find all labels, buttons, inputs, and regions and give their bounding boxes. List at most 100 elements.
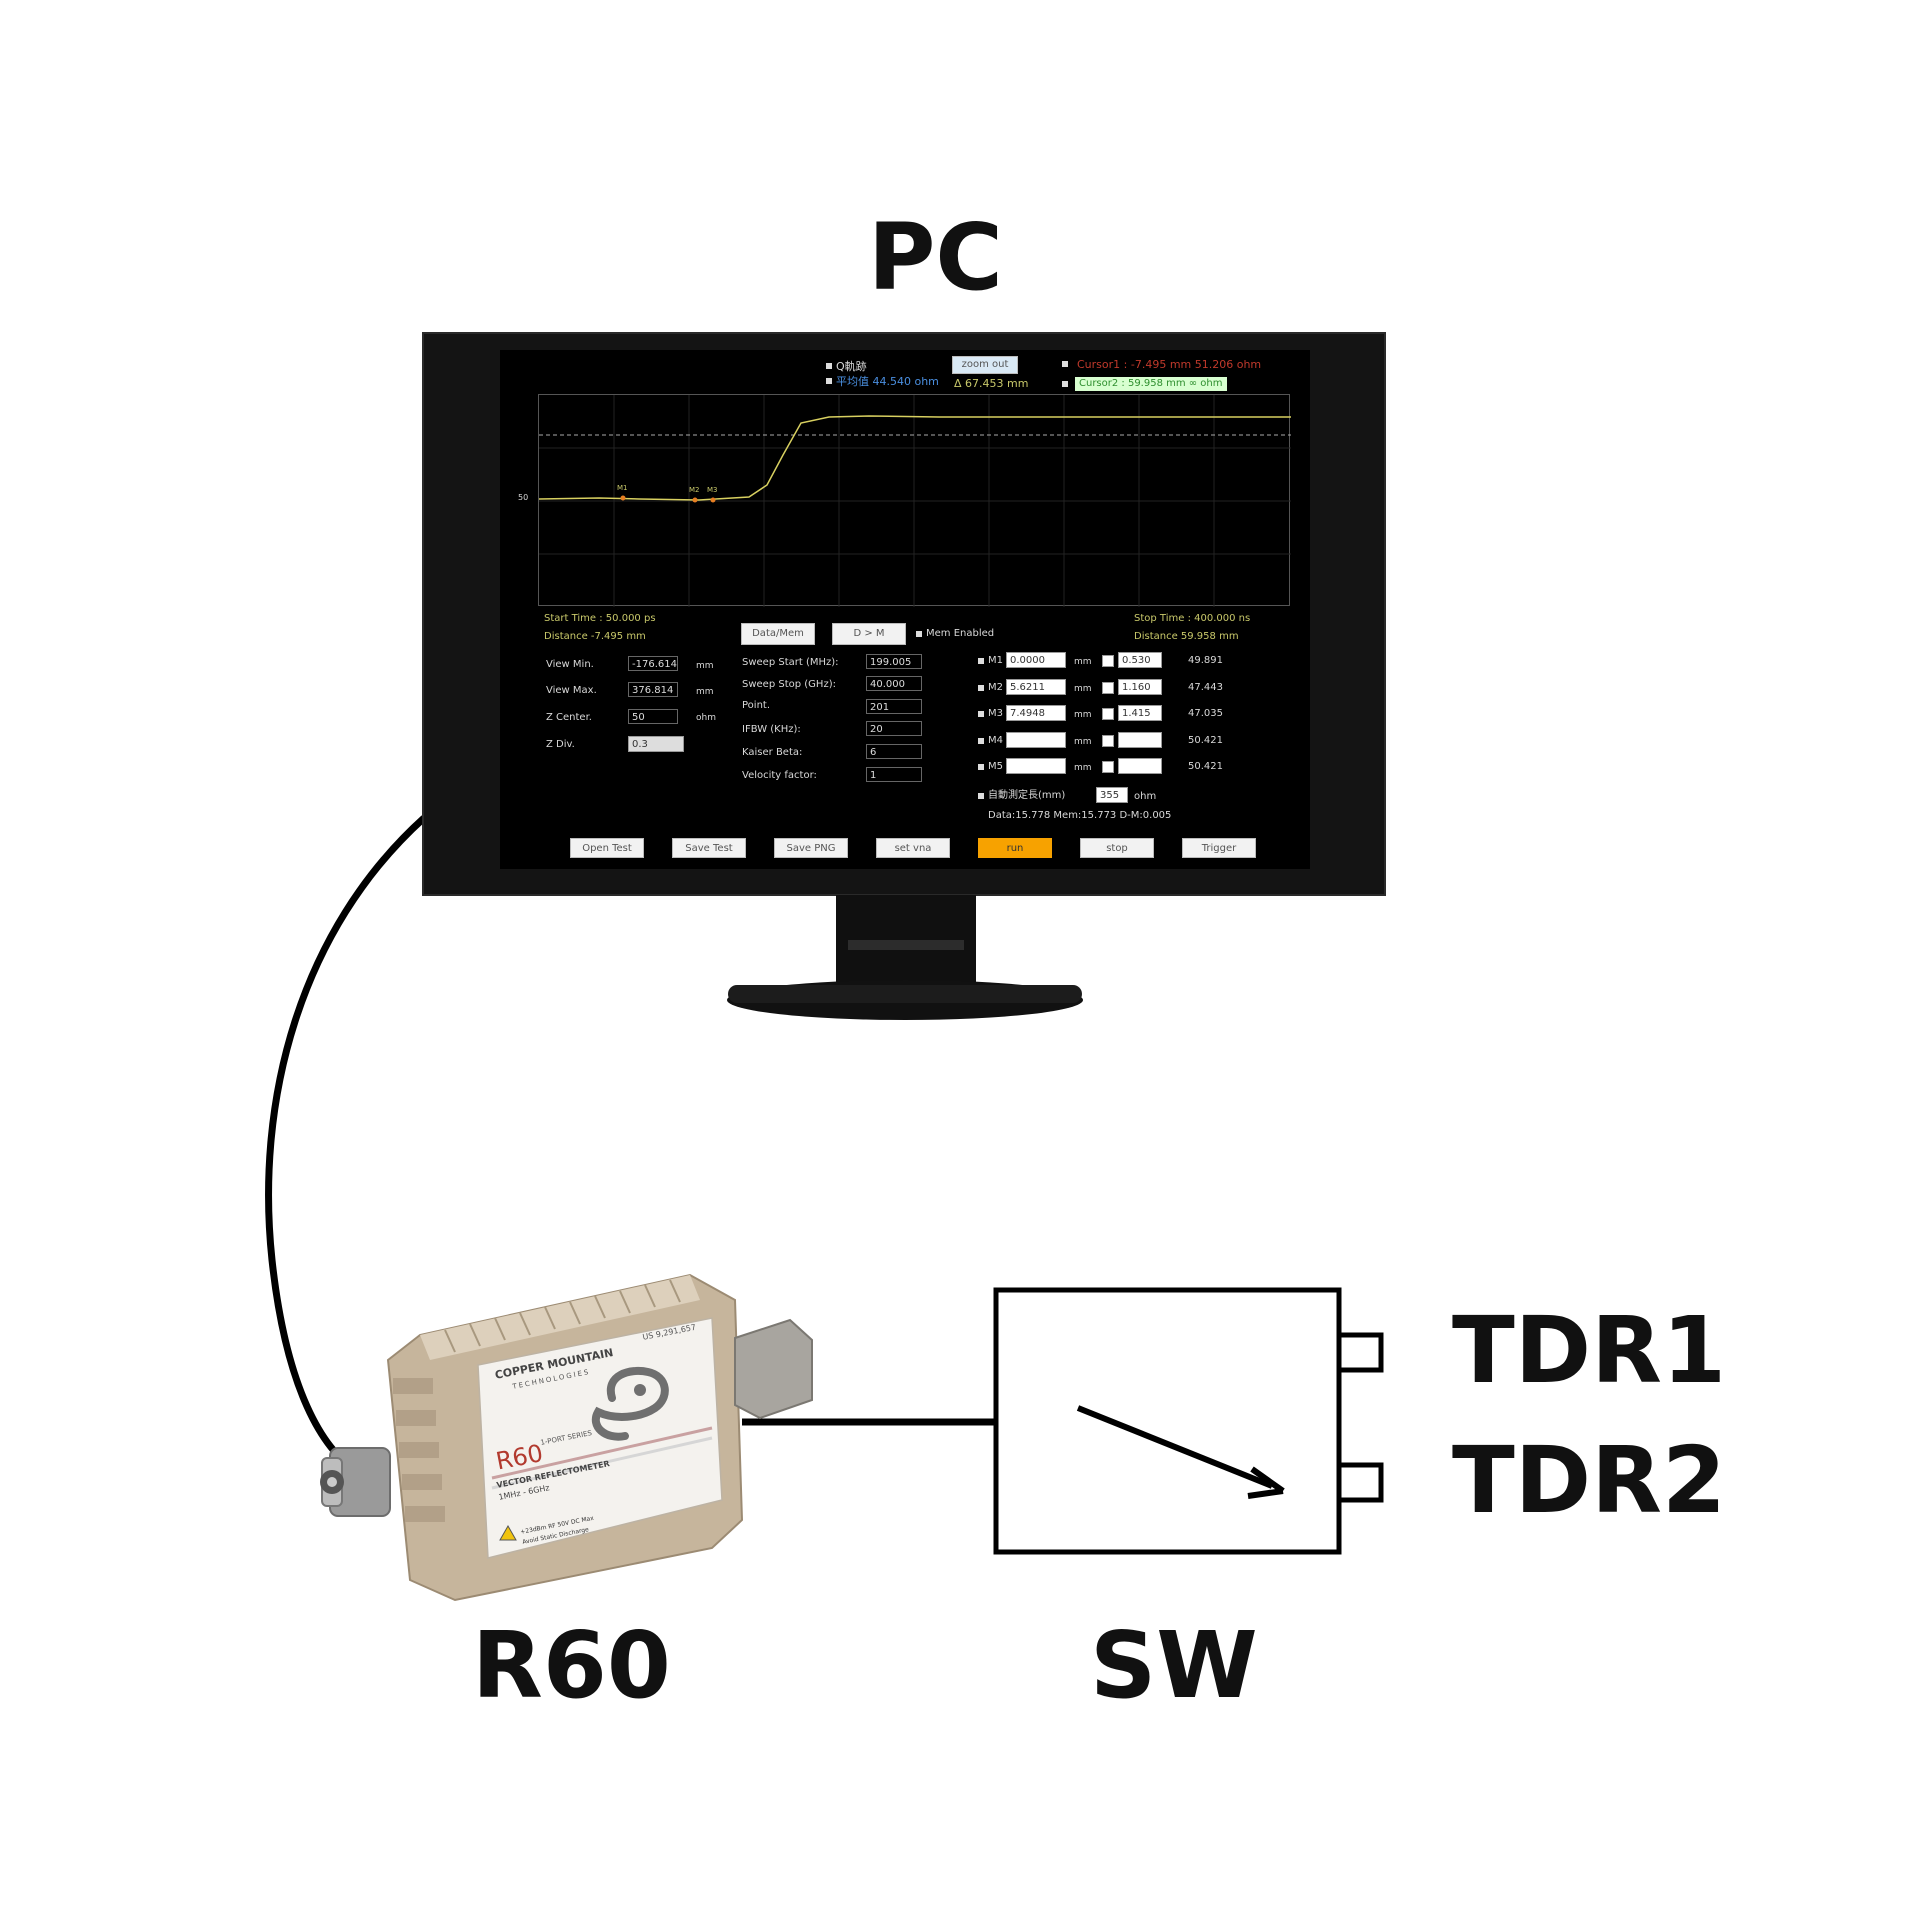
marker-m1-label: M1 — [617, 484, 628, 492]
marker-row-ohm: 50.421 — [1188, 735, 1223, 746]
marker-row-toggle[interactable] — [1102, 708, 1114, 720]
marker-row-name: M5 — [988, 761, 1003, 772]
marker-row-ohm: 49.891 — [1188, 655, 1223, 666]
marker-row-name: M3 — [988, 708, 1003, 719]
velocity-label: Velocity factor: — [742, 770, 817, 781]
switch-port-tdr2 — [1336, 1462, 1384, 1503]
delta-readout: Δ 67.453 mm — [954, 377, 1029, 390]
cursor1-checkbox[interactable] — [1062, 361, 1068, 367]
marker-row-width[interactable]: 1.160 — [1118, 679, 1162, 695]
legend-trace-checkbox[interactable] — [826, 363, 832, 369]
marker-m2-point — [692, 497, 698, 503]
marker-row-checkbox[interactable] — [978, 738, 984, 744]
trigger-button[interactable]: Trigger — [1182, 838, 1256, 858]
legend-avg-checkbox[interactable] — [826, 378, 832, 384]
cursor2-readout: Cursor2 : 59.958 mm ∞ ohm — [1075, 377, 1227, 391]
marker-row-checkbox[interactable] — [978, 685, 984, 691]
r60-device-illustration — [320, 1273, 813, 1602]
marker-row-position[interactable]: 5.6211 — [1006, 679, 1066, 695]
view-min-label: View Min. — [546, 659, 594, 670]
switch-arm — [1076, 1405, 1274, 1489]
marker-row-toggle[interactable] — [1102, 735, 1114, 747]
marker-row-ohm: 50.421 — [1188, 761, 1223, 772]
z-center-field[interactable]: 50 — [628, 709, 678, 724]
auto-measure-label: 自動測定長(mm) — [988, 790, 1066, 801]
usb-cable — [265, 815, 427, 1473]
auto-measure-field[interactable]: 355 — [1096, 787, 1128, 803]
marker-row-toggle[interactable] — [1102, 682, 1114, 694]
marker-m3-point — [710, 497, 716, 503]
switch-arrowhead — [1247, 1466, 1285, 1499]
save-test-button[interactable]: Save Test — [672, 838, 746, 858]
switch-port-tdr1 — [1336, 1332, 1384, 1373]
marker-row-position[interactable]: 0.0000 — [1006, 652, 1066, 668]
marker-m3-label: M3 — [707, 486, 718, 494]
stop-button[interactable]: stop — [1080, 838, 1154, 858]
z-div-label: Z Div. — [546, 739, 575, 750]
auto-measure-unit: ohm — [1134, 791, 1157, 802]
marker-row-unit: mm — [1074, 684, 1092, 694]
marker-row-unit: mm — [1074, 737, 1092, 747]
monitor-neck-highlight — [848, 940, 964, 950]
sweep-start-field[interactable]: 199.005 — [866, 654, 922, 669]
distance-left-readout: Distance -7.495 mm — [544, 631, 646, 642]
marker-row-position[interactable]: 7.4948 — [1006, 705, 1066, 721]
view-max-unit: mm — [696, 687, 714, 697]
y-axis-tick-50: 50 — [518, 493, 529, 502]
set-vna-button[interactable]: set vna — [876, 838, 950, 858]
marker-row-checkbox[interactable] — [978, 658, 984, 664]
marker-row-toggle[interactable] — [1102, 655, 1114, 667]
marker-row-unit: mm — [1074, 710, 1092, 720]
view-max-field[interactable]: 376.814 — [628, 682, 678, 697]
marker-row-width[interactable]: 1.415 — [1118, 705, 1162, 721]
sweep-stop-field[interactable]: 40.000 — [866, 676, 922, 691]
cursor2-checkbox[interactable] — [1062, 381, 1068, 387]
marker-row-ohm: 47.035 — [1188, 708, 1223, 719]
marker-row-checkbox[interactable] — [978, 764, 984, 770]
start-time-readout: Start Time : 50.000 ps — [544, 613, 656, 624]
z-center-unit: ohm — [696, 713, 716, 723]
marker-row-unit: mm — [1074, 763, 1092, 773]
marker-row-position[interactable] — [1006, 732, 1066, 748]
sweep-stop-label: Sweep Stop (GHz): — [742, 679, 836, 690]
zoom-out-button[interactable]: zoom out — [952, 356, 1018, 374]
marker-row-width[interactable] — [1118, 732, 1162, 748]
save-png-button[interactable]: Save PNG — [774, 838, 848, 858]
marker-row-width[interactable]: 0.530 — [1118, 652, 1162, 668]
view-min-field[interactable]: -176.614 — [628, 656, 678, 671]
marker-row-toggle[interactable] — [1102, 761, 1114, 773]
marker-row-checkbox[interactable] — [978, 711, 984, 717]
tdr-software-screen: Q軌跡 平均值 44.540 ohm zoom out Δ 67.453 mm … — [502, 352, 1308, 867]
marker-row-name: M4 — [988, 735, 1003, 746]
data-to-mem-button[interactable]: D > M — [832, 623, 906, 645]
mem-enabled-label: Mem Enabled — [926, 628, 995, 639]
auto-measure-checkbox[interactable] — [978, 793, 984, 799]
view-max-label: View Max. — [546, 685, 597, 696]
stop-time-readout: Stop Time : 400.000 ns — [1134, 613, 1251, 624]
switch-box — [993, 1287, 1342, 1555]
run-button[interactable]: run — [978, 838, 1052, 858]
plot-grid — [539, 395, 1291, 607]
ifbw-field[interactable]: 20 — [866, 721, 922, 736]
kaiser-field[interactable]: 6 — [866, 744, 922, 759]
marker-m1-point — [620, 495, 626, 501]
view-min-unit: mm — [696, 661, 714, 671]
ifbw-label: IFBW (KHz): — [742, 724, 801, 735]
mem-enabled-checkbox[interactable] — [916, 631, 922, 637]
tdr2-label: TDR2 — [1452, 1427, 1726, 1534]
tdr-plot-area[interactable]: M1 M2 M3 — [538, 394, 1291, 607]
switch-label: SW — [1090, 1612, 1258, 1719]
point-field[interactable]: 201 — [866, 699, 922, 714]
legend-trace-label: Q軌跡 — [836, 360, 867, 373]
z-div-select[interactable]: 0.3 — [628, 736, 684, 752]
monitor-base-top — [728, 985, 1082, 1003]
velocity-field[interactable]: 1 — [866, 767, 922, 782]
pc-label: PC — [868, 204, 1003, 311]
legend-avg-label: 平均值 44.540 ohm — [836, 375, 939, 388]
open-test-button[interactable]: Open Test — [570, 838, 644, 858]
cursor1-readout: Cursor1 : -7.495 mm 51.206 ohm — [1077, 358, 1262, 371]
marker-row-width[interactable] — [1118, 758, 1162, 774]
marker-row-position[interactable] — [1006, 758, 1066, 774]
data-mem-button[interactable]: Data/Mem — [741, 623, 815, 645]
marker-row-name: M2 — [988, 682, 1003, 693]
